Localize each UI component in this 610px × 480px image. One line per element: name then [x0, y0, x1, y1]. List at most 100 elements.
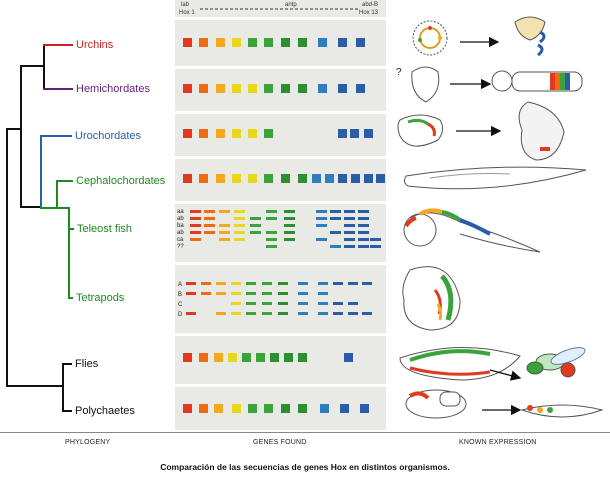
- tree-branch-urchins: [43, 44, 73, 46]
- gene-square: [264, 38, 273, 47]
- gene-square: [216, 129, 225, 138]
- gene-square: [318, 84, 327, 93]
- gene-square: [232, 38, 241, 47]
- taxon-label-tetrapods: Tetrapods: [76, 292, 125, 304]
- gene-square: [232, 404, 241, 413]
- gene-dash: [362, 312, 372, 315]
- gene-square: [232, 84, 241, 93]
- gene-square: [318, 38, 327, 47]
- gene-square: [325, 174, 334, 183]
- gene-dash: [284, 238, 295, 241]
- genes-header-antp: antp: [285, 2, 297, 8]
- gene-square: [183, 353, 192, 362]
- gene-square: [183, 174, 192, 183]
- gene-dash: [219, 238, 230, 241]
- gene-dash: [262, 312, 272, 315]
- gene-dash: [190, 210, 201, 213]
- gene-square: [298, 84, 307, 93]
- gene-square: [199, 84, 208, 93]
- gene-square: [183, 404, 192, 413]
- gene-square: [199, 38, 208, 47]
- polychaete-illustration: [405, 389, 604, 419]
- gene-dash: [216, 312, 226, 315]
- gene-square: [344, 353, 353, 362]
- tree-branch: [56, 207, 68, 209]
- gene-dash: [262, 302, 272, 305]
- gene-dash: [344, 210, 355, 213]
- tree-branch: [6, 128, 20, 130]
- tree-branch: [43, 44, 45, 88]
- gene-dash: [316, 224, 327, 227]
- gene-dash: [284, 210, 295, 213]
- gene-dash: [278, 282, 288, 285]
- gene-square: [183, 38, 192, 47]
- taxon-label-teleost-fish: Teleost fish: [77, 223, 133, 235]
- tree-branch-teleost: [68, 228, 74, 230]
- gene-square: [338, 129, 347, 138]
- fly-illustration: [399, 347, 586, 381]
- tree-branch: [68, 228, 70, 298]
- urochordate-illustration: [397, 101, 565, 161]
- gene-square: [214, 353, 223, 362]
- gene-square: [248, 129, 257, 138]
- tetrapod-row-label: C: [178, 302, 183, 308]
- gene-square: [183, 84, 192, 93]
- gene-dash: [316, 210, 327, 213]
- tree-branch: [40, 207, 56, 209]
- gene-dash: [231, 302, 241, 305]
- gene-dash: [330, 245, 341, 248]
- row-divider: [175, 17, 386, 20]
- gene-dash: [284, 224, 295, 227]
- gene-dash: [344, 231, 355, 234]
- gene-dash: [358, 238, 369, 241]
- gene-square: [214, 404, 223, 413]
- gene-dash: [333, 312, 343, 315]
- gene-dash: [219, 224, 230, 227]
- gene-dash: [219, 231, 230, 234]
- gene-dash: [262, 282, 272, 285]
- gene-dash: [298, 292, 308, 295]
- gene-square: [232, 174, 241, 183]
- gene-dash: [262, 292, 272, 295]
- gene-dash: [246, 302, 256, 305]
- gene-square: [264, 129, 273, 138]
- gene-dash: [234, 224, 245, 227]
- gene-dash: [330, 217, 341, 220]
- gene-dash: [266, 231, 277, 234]
- gene-square: [351, 174, 360, 183]
- gene-square: [183, 129, 192, 138]
- tree-branch: [20, 65, 22, 206]
- tree-branch-cephalochordates: [56, 180, 73, 182]
- gene-dash: [266, 210, 277, 213]
- gene-dash: [246, 312, 256, 315]
- gene-square: [199, 129, 208, 138]
- row-divider: [175, 156, 386, 159]
- tetrapod-row-label: A: [178, 282, 183, 288]
- fish-row-label: ab: [177, 230, 184, 236]
- taxon-label-hemichordates: Hemichordates: [76, 83, 150, 95]
- gene-dash: [344, 224, 355, 227]
- genes-header-lab: lab: [181, 2, 190, 8]
- gene-dash: [348, 312, 358, 315]
- gene-square: [248, 84, 257, 93]
- gene-square: [298, 38, 307, 47]
- tree-branch-hemichordates: [43, 88, 73, 90]
- gene-square: [199, 404, 208, 413]
- row-divider: [175, 111, 386, 114]
- gene-dash: [234, 231, 245, 234]
- gene-square: [281, 84, 290, 93]
- footer-rule: [0, 432, 610, 433]
- gene-dash: [318, 302, 328, 305]
- gene-dash: [231, 312, 241, 315]
- gene-dash: [370, 245, 381, 248]
- gene-dash: [362, 282, 372, 285]
- gene-square: [264, 174, 273, 183]
- gene-square: [281, 174, 290, 183]
- tetrapod-embryo-illustration: [402, 266, 461, 331]
- gene-dash: [190, 231, 201, 234]
- gene-dash: [358, 210, 369, 213]
- footer-expression-label: KNOWN EXPRESSION: [459, 439, 537, 446]
- genes-header-hox1: Hox 1: [179, 10, 195, 16]
- gene-dash: [250, 217, 261, 220]
- gene-dash: [318, 292, 328, 295]
